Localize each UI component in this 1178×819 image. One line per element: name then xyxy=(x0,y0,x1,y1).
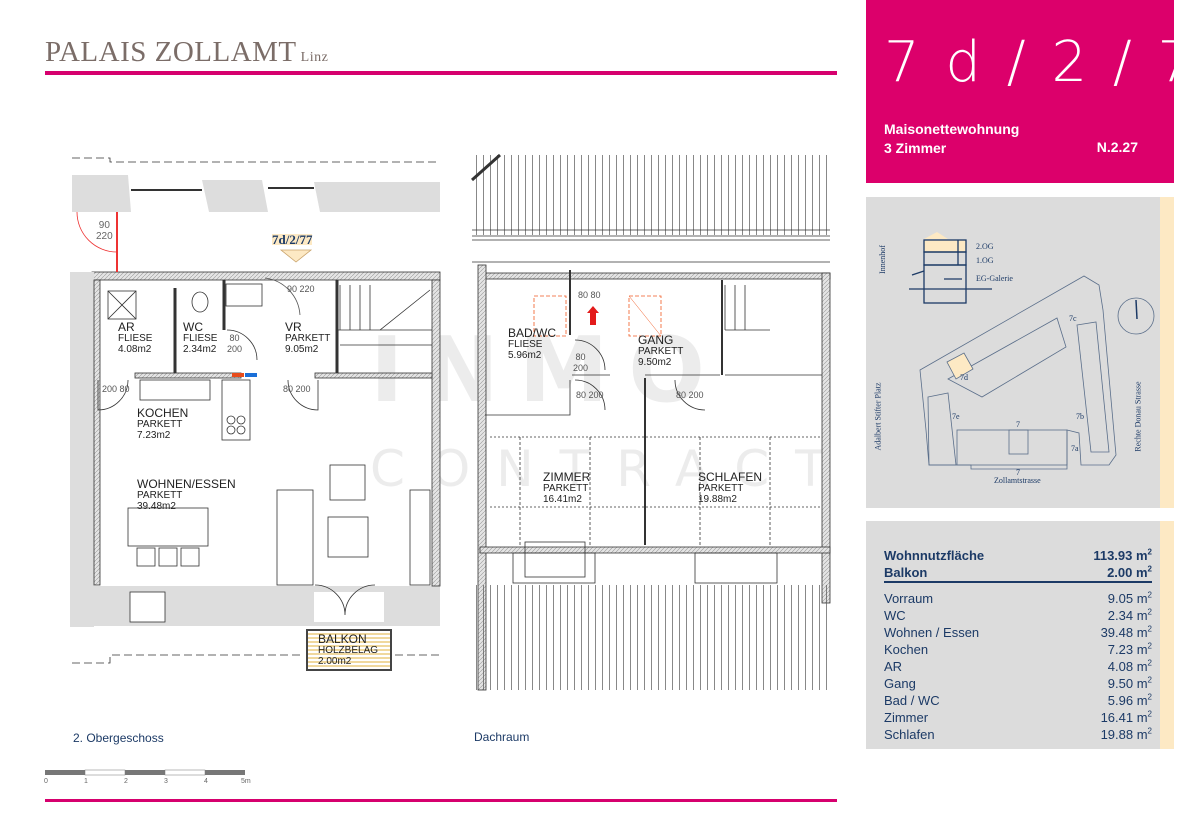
door-dim-u4: 80 200 xyxy=(676,390,704,400)
area-label: WC xyxy=(884,608,906,623)
unit-number: 7 d / 2 / 77 xyxy=(884,30,1178,95)
plan-upper xyxy=(471,153,831,691)
scale-tick: 1 xyxy=(84,778,88,785)
innenhof-label: Innenhof xyxy=(877,245,887,274)
scale-tick: 2 xyxy=(124,778,128,785)
scale-tick: 5m xyxy=(241,778,251,785)
section-label-eg: EG-Galerie xyxy=(976,274,1013,283)
area-label: Schlafen xyxy=(884,727,935,742)
caption-upper: Dachraum xyxy=(474,730,530,744)
watermark-bottom: CONTRACT xyxy=(370,440,852,498)
door-dim-u1: 80 80 xyxy=(578,290,601,300)
area-value: 4.08 m2 xyxy=(1107,658,1152,674)
scale-tick: 3 xyxy=(164,778,168,785)
caption-lower: 2. Obergeschoss xyxy=(73,731,164,745)
map-strip xyxy=(1160,197,1174,508)
section-label-1og: 1.OG xyxy=(976,256,994,265)
table-divider xyxy=(884,581,1152,583)
scale-tick: 4 xyxy=(204,778,208,785)
area-row: AR 4.08 m2 xyxy=(884,658,1152,675)
door-dim-u3: 80 200 xyxy=(576,390,604,400)
table-strip xyxy=(1160,521,1174,749)
area-value: 16.41 m2 xyxy=(1100,709,1152,725)
area-value: 9.05 m2 xyxy=(1107,590,1152,606)
area-label: Zimmer xyxy=(884,710,929,725)
watermark-top: INMO xyxy=(370,318,725,423)
area-value: 19.88 m2 xyxy=(1100,726,1152,742)
building-7-bottom: 7 xyxy=(1016,468,1020,477)
area-row: Kochen 7.23 m2 xyxy=(884,641,1152,658)
area-label: Kochen xyxy=(884,642,929,657)
unit-code: N.2.27 xyxy=(1096,139,1138,155)
area-row: Gang 9.50 m2 xyxy=(884,675,1152,692)
section-label-2og: 2.OG xyxy=(976,242,994,251)
building-7a: 7a xyxy=(1071,444,1079,453)
building-7c: 7c xyxy=(1069,314,1077,323)
area-label: AR xyxy=(884,659,903,674)
area-row: Zimmer 16.41 m2 xyxy=(884,709,1152,726)
street-left: Adalbert Stifter Platz xyxy=(873,382,883,451)
area-value: 5.96 m2 xyxy=(1107,692,1152,708)
unit-type: Maisonettewohnung xyxy=(884,121,1020,137)
area-label: Wohnen / Essen xyxy=(884,625,980,640)
area-row: Bad / WC 5.96 m2 xyxy=(884,692,1152,709)
area-row: Schlafen 19.88 m2 xyxy=(884,726,1152,743)
scale-bar xyxy=(45,769,245,776)
header-divider xyxy=(45,71,837,75)
area-row: Wohnen / Essen 39.48 m2 xyxy=(884,624,1152,641)
street-bottom: Zollamtstrasse xyxy=(994,476,1041,485)
site-map: 2.OG 1.OG EG-Galerie Innenhof Adalbert S… xyxy=(866,197,1160,508)
building-7d: 7d xyxy=(960,373,968,382)
floor-plan-drawings xyxy=(45,153,831,776)
door-dim-3: 200 80 xyxy=(102,384,130,394)
door-dim-4: 80 200 xyxy=(283,384,311,394)
area-label: Bad / WC xyxy=(884,693,940,708)
building-7e: 7e xyxy=(952,412,960,421)
unit-rooms: 3 Zimmer xyxy=(884,140,947,156)
area-value: 7.23 m2 xyxy=(1107,641,1152,657)
unit-header-box: 7 d / 2 / 77 Maisonettewohnung 3 Zimmer N… xyxy=(866,0,1178,183)
area-value: 39.48 m2 xyxy=(1100,624,1152,640)
street-right: Rechte Donau Strasse xyxy=(1133,381,1143,452)
plan-lower xyxy=(70,157,441,671)
door-dim-1: 90 220 xyxy=(287,284,315,294)
scale-tick: 0 xyxy=(44,778,48,785)
footer-divider xyxy=(45,799,837,802)
building-7-top: 7 xyxy=(1016,420,1020,429)
area-row: Vorraum 9.05 m2 xyxy=(884,590,1152,607)
area-label: Gang xyxy=(884,676,916,691)
area-row: WC 2.34 m2 xyxy=(884,607,1152,624)
area-label: Vorraum xyxy=(884,591,934,606)
site-map-drawing xyxy=(909,232,1155,470)
building-7b: 7b xyxy=(1076,412,1084,421)
unit-tag: 7d/2/77 xyxy=(272,232,313,247)
area-value: 2.34 m2 xyxy=(1107,607,1152,623)
area-value: 9.50 m2 xyxy=(1107,675,1152,691)
